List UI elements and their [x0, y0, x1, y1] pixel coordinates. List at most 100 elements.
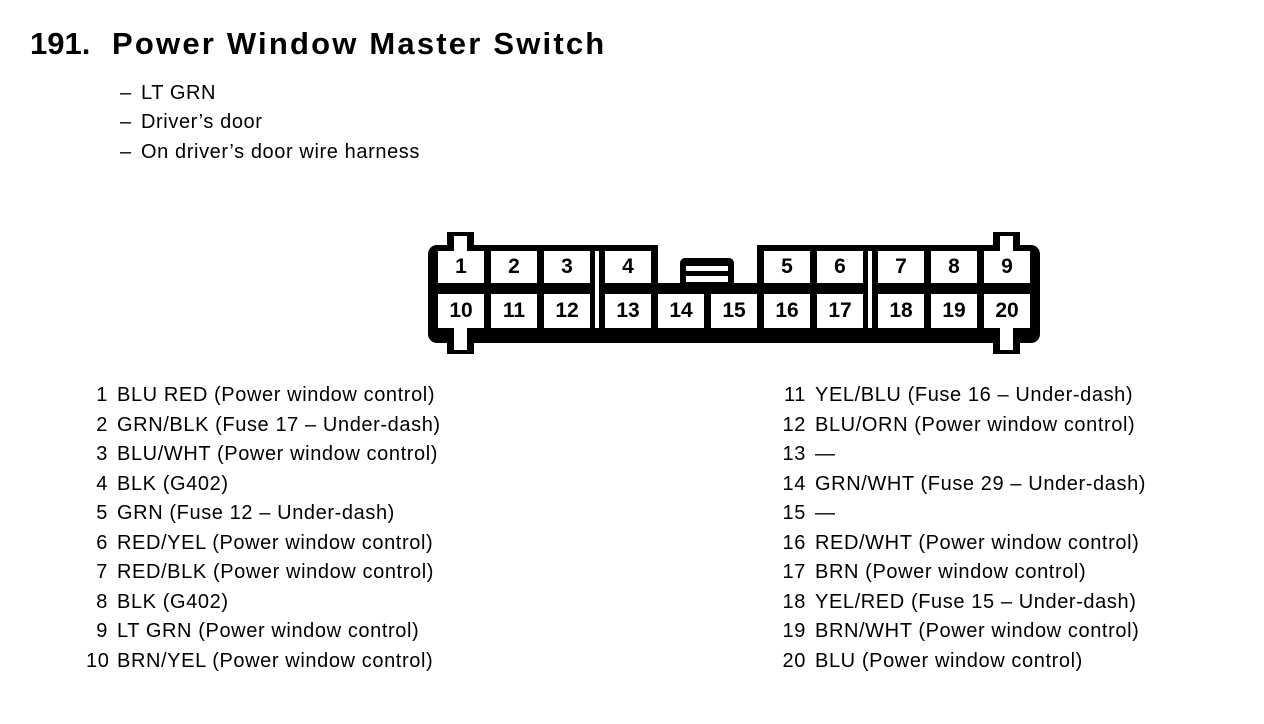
pin-number: 8: [96, 590, 108, 613]
notes-list: –LT GRN–Driver’s door–On driver’s door w…: [120, 79, 420, 167]
connector-pin-cell: 4: [605, 251, 651, 283]
pin-number: 10: [86, 649, 110, 672]
connector-tab-notch: [454, 236, 467, 254]
connector-pin-cell: 19: [931, 294, 977, 328]
connector-pin-cell: 18: [878, 294, 924, 328]
note-text: On driver’s door wire harness: [141, 140, 420, 163]
pin-label: RED/WHT (Power window control): [815, 531, 1140, 554]
pin-label: RED/YEL (Power window control): [117, 531, 434, 554]
pin-row: 15—: [778, 499, 1146, 529]
figure-number: 191.: [30, 26, 91, 61]
pin-label: BRN/YEL (Power window control): [117, 649, 434, 672]
pin-label: GRN/WHT (Fuse 29 – Under-dash): [815, 472, 1147, 495]
connector-tab-notch: [454, 324, 467, 350]
connector-pin-cell: 10: [438, 294, 484, 328]
connector-pin-cell: 17: [817, 294, 863, 328]
connector-pin-cell: 2: [491, 251, 537, 283]
connector-pin-cell: 15: [711, 294, 757, 328]
note-line: –Driver’s door: [120, 108, 420, 137]
connector-latch: [680, 258, 734, 289]
pin-number: 4: [96, 472, 108, 495]
pin-row: 18 YEL/RED (Fuse 15 – Under-dash): [778, 588, 1146, 618]
pin-label: BLU/WHT (Power window control): [117, 443, 439, 465]
connector-pin-cell: 8: [931, 251, 977, 283]
pin-row: 16 RED/WHT (Power window control): [778, 529, 1146, 559]
pin-number: 3: [96, 443, 108, 465]
pin-label: GRN (Fuse 12 – Under-dash): [117, 502, 395, 524]
note-text: LT GRN: [141, 82, 217, 104]
pin-label: BLU (Power window control): [815, 649, 1083, 672]
connector-pin-cell: 13: [605, 294, 651, 328]
pin-number: 1: [96, 384, 108, 406]
pin-number: 17: [782, 561, 806, 583]
pin-label: BRN/WHT (Power window control): [815, 620, 1140, 642]
latch-stripe: [686, 266, 728, 271]
pin-number: 14: [782, 472, 806, 495]
pin-row: 4 BLK (G402): [86, 470, 441, 500]
pin-number: 18: [782, 590, 806, 613]
note-dash: –: [120, 82, 132, 104]
pin-label: GRN/BLK (Fuse 17 – Under-dash): [117, 413, 441, 436]
pin-label: —: [815, 502, 836, 524]
pin-label: BLK (G402): [117, 472, 229, 495]
pin-number: 6: [96, 531, 108, 554]
pin-label: YEL/RED (Fuse 15 – Under-dash): [815, 590, 1137, 613]
pin-label: BLK (G402): [117, 590, 229, 613]
note-line: –On driver’s door wire harness: [120, 138, 420, 167]
note-text: Driver’s door: [141, 111, 263, 134]
note-dash: –: [120, 111, 132, 134]
pin-row: 1 BLU RED (Power window control): [86, 381, 441, 411]
connector-pin-cell: 7: [878, 251, 924, 283]
connector-pin-cell: 11: [491, 294, 537, 328]
pin-row: 12 BLU/ORN (Power window control): [778, 411, 1146, 441]
pin-row: 2 GRN/BLK (Fuse 17 – Under-dash): [86, 411, 441, 441]
pin-number: 20: [782, 649, 806, 672]
pin-label: RED/BLK (Power window control): [117, 561, 434, 583]
pin-row: 9 LT GRN (Power window control): [86, 617, 441, 647]
pin-number: 12: [782, 413, 806, 436]
pin-row: 13 —: [778, 440, 1146, 470]
pin-number: 19: [782, 620, 806, 642]
pin-row: 8 BLK (G402): [86, 588, 441, 618]
pin-row: 10 BRN/YEL (Power window control): [86, 647, 441, 677]
pin-label: YEL/BLU (Fuse 16 – Under-dash): [815, 384, 1134, 406]
title-text: Power Window Master Switch: [112, 26, 607, 61]
connector-tab-notch: [1000, 324, 1013, 350]
connector-pin-cell: 1: [438, 251, 484, 283]
connector-pin-cell: 5: [764, 251, 810, 283]
connector-pin-cell: 14: [658, 294, 704, 328]
pin-label: BLU/ORN (Power window control): [815, 413, 1136, 436]
connector-key-groove-left: [595, 251, 599, 328]
pin-row: 14 GRN/WHT (Fuse 29 – Under-dash): [778, 470, 1146, 500]
pin-number: 2: [96, 413, 108, 436]
note-line: –LT GRN: [120, 79, 420, 108]
pin-label: BLU RED (Power window control): [117, 384, 436, 406]
pin-row: 19 BRN/WHT (Power window control): [778, 617, 1146, 647]
connector-pin-cell: 6: [817, 251, 863, 283]
note-dash: –: [120, 140, 132, 163]
pin-label: —: [815, 443, 836, 465]
latch-stripe: [686, 276, 728, 282]
pin-label: BRN (Power window control): [815, 561, 1087, 583]
connector-pin-cell: 16: [764, 294, 810, 328]
pin-number: 16: [782, 531, 806, 554]
pin-list-left: 1 BLU RED (Power window control) 2 GRN/BLK …: [86, 381, 441, 676]
connector-pin-cell: 3: [544, 251, 590, 283]
pin-number: 9: [96, 620, 108, 642]
pin-row: 3 BLU/WHT (Power window control): [86, 440, 441, 470]
pin-row: 6 RED/YEL (Power window control): [86, 529, 441, 559]
pin-number: 13: [782, 443, 806, 465]
pin-row: 17 BRN (Power window control): [778, 558, 1146, 588]
connector-pin-cell: 20: [984, 294, 1030, 328]
pin-row: 20 BLU (Power window control): [778, 647, 1146, 677]
pin-row: 5 GRN (Fuse 12 – Under-dash): [86, 499, 441, 529]
pin-number: 5: [96, 502, 108, 524]
connector-pin-cell: 12: [544, 294, 590, 328]
pin-label: LT GRN (Power window control): [117, 620, 420, 642]
